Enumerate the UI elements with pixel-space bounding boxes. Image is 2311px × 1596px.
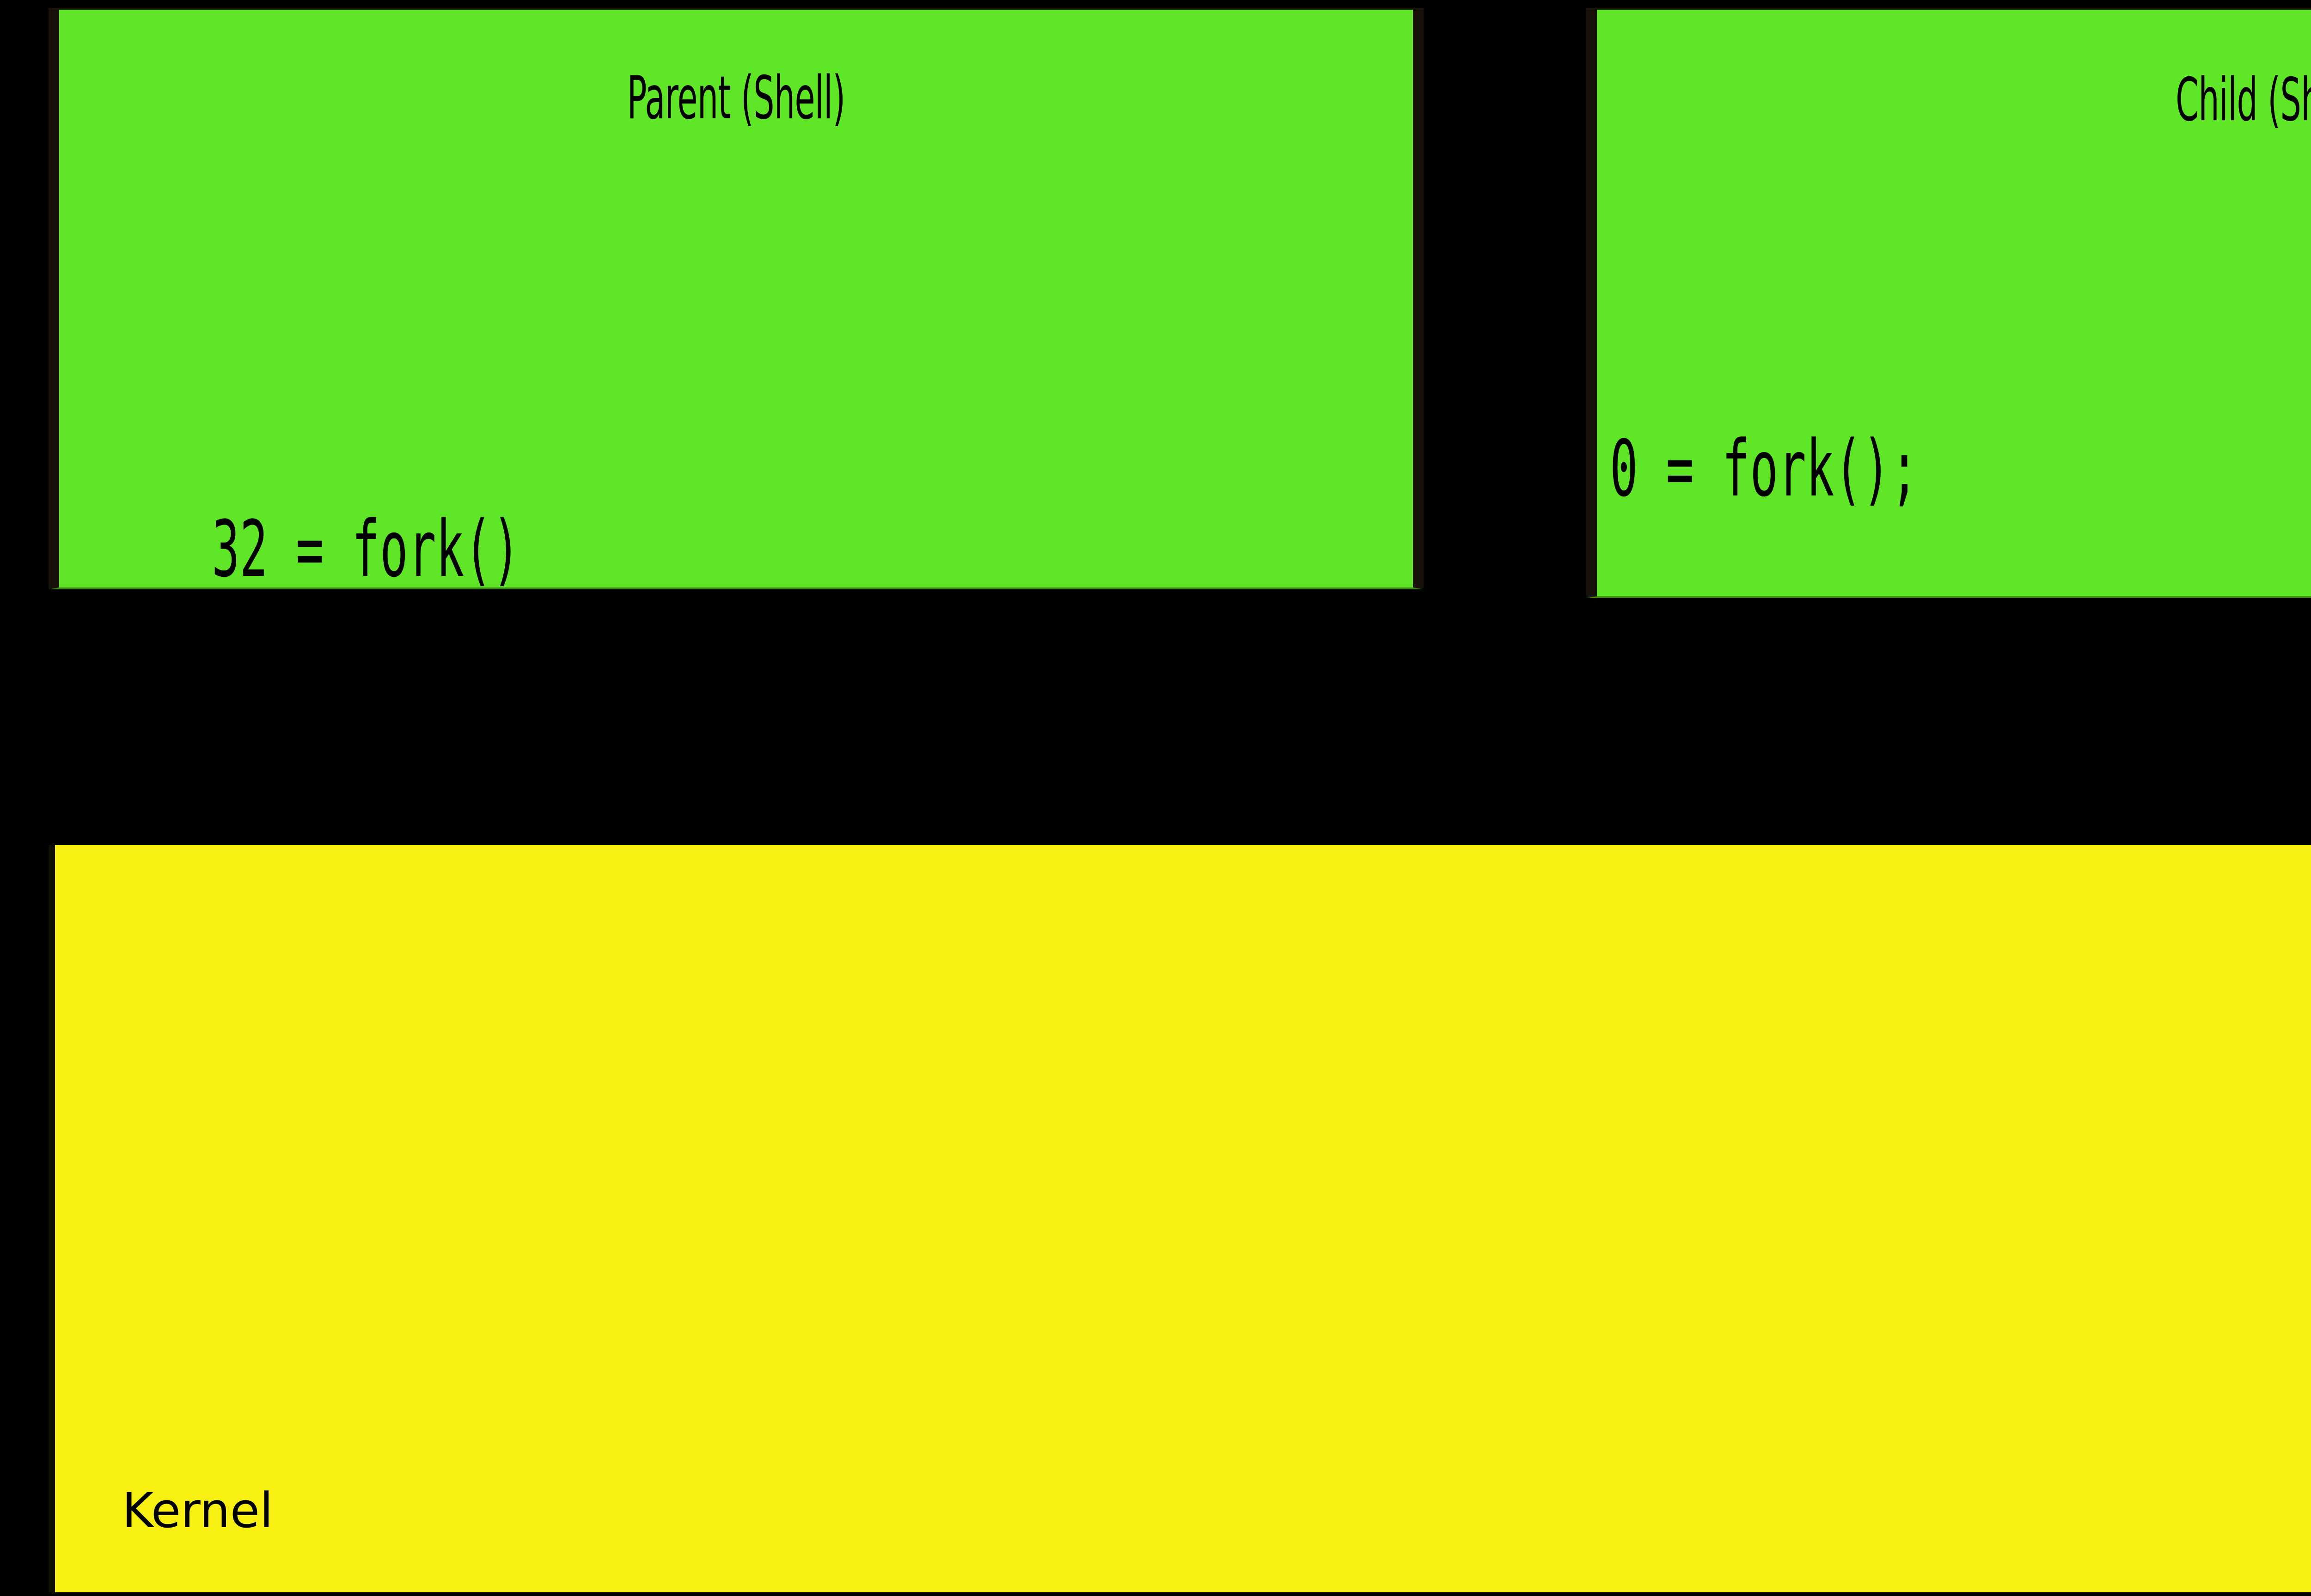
child-process-title: Child (Shell) xyxy=(2176,66,2311,135)
parent-process-box[interactable]: Parent (Shell) 32 = fork() xyxy=(49,8,1424,594)
child-process-box[interactable]: Child (Shell) 0 = fork(); exec("/bin/wc"… xyxy=(1586,8,2311,833)
parent-process-title: Parent (Shell) xyxy=(627,64,846,133)
child-code-line-2: exec("/bin/wc", argv); xyxy=(1610,742,2227,833)
parent-process-code: 32 = fork() xyxy=(212,283,520,815)
child-process-code: 0 = fork(); exec("/bin/wc", argv); xyxy=(1610,203,2227,1054)
kernel-label: Kernel xyxy=(122,1482,273,1539)
child-code-line-1: 0 = fork(); xyxy=(1610,423,1919,514)
parent-code-line-1: 32 = fork() xyxy=(212,504,520,595)
kernel-box[interactable]: Kernel xyxy=(49,845,2311,1592)
